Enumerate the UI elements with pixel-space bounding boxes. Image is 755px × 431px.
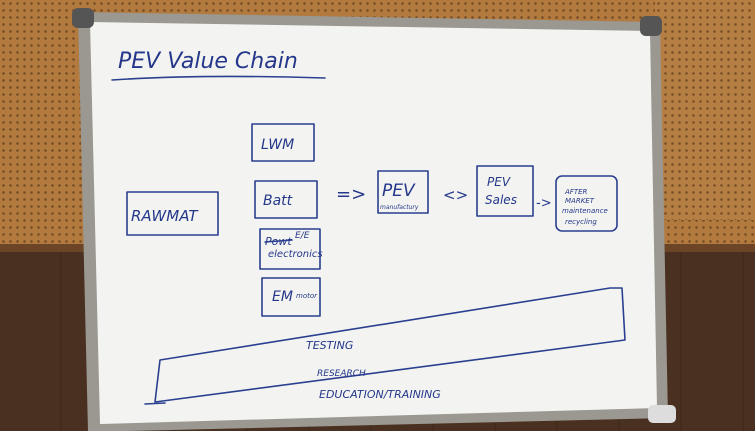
marker-tray-end [648, 405, 676, 423]
after-market-line-2: MARKET [565, 197, 595, 205]
frame-corner [72, 8, 94, 28]
box-battery [254, 180, 318, 219]
after-market-line-1: AFTER [564, 188, 588, 196]
frame-corner [640, 16, 662, 36]
band-stroke [144, 402, 166, 405]
ee-label: E/E [295, 231, 310, 241]
pev-sales-sub: Sales [485, 193, 517, 207]
perforated-wall-panel-right [655, 0, 755, 220]
strike-through [264, 239, 293, 243]
box-lwm [251, 123, 315, 162]
em-label: EM [272, 289, 293, 305]
pev-sales-title: PEV [487, 175, 511, 189]
testing-research-band [154, 287, 626, 403]
raw-materials-label: RAWMAT [131, 207, 199, 225]
pev-mfg-sub: manufactury [380, 204, 419, 211]
box-after-market [555, 175, 618, 232]
box-pev-sales [476, 165, 534, 217]
pev-mfg-title: PEV [382, 181, 416, 201]
education-label: EDUCATION/TRAINING [319, 388, 441, 401]
box-electric-motor [261, 277, 321, 317]
em-sub-label: motor [296, 292, 318, 300]
after-market-line-3: maintenance [562, 207, 608, 215]
box-raw-materials [126, 191, 219, 236]
arrow-single: -> [536, 196, 552, 211]
board-title: PEV Value Chain [118, 49, 298, 74]
after-market-line-4: recycling [565, 218, 597, 226]
electronics-label: electronics [268, 249, 323, 260]
research-label: RESEARCH [317, 369, 366, 379]
testing-label: TESTING [306, 339, 353, 352]
lwm-label: LWM [261, 137, 294, 153]
battery-label: Batt [263, 193, 293, 209]
box-pev-manufacturing [377, 170, 429, 214]
title-underline [111, 75, 326, 81]
box-power-electronics [259, 228, 321, 270]
whiteboard-surface [90, 22, 657, 424]
arrow-bidirectional: <> [443, 186, 468, 204]
arrow-double: => [336, 184, 366, 205]
